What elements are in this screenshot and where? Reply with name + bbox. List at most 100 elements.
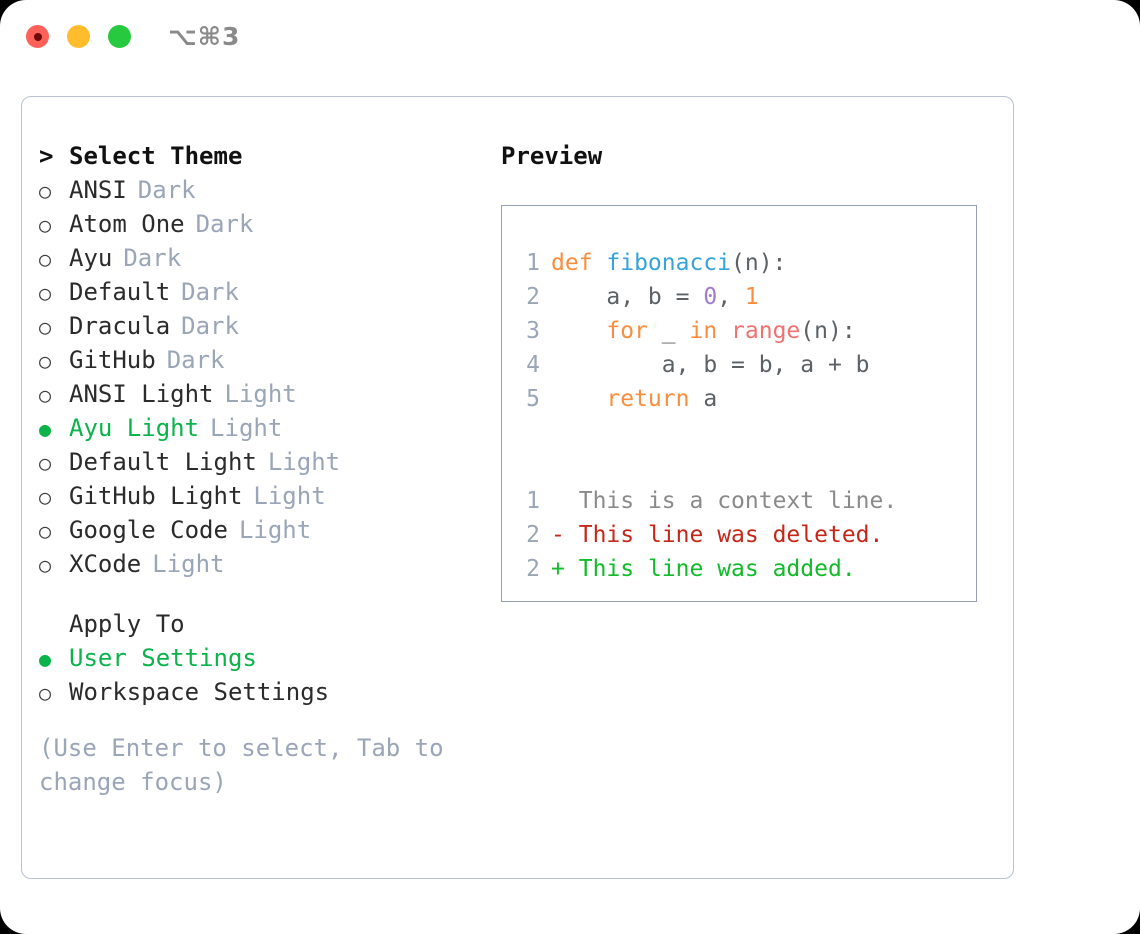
theme-variant-tag: Light [210, 414, 283, 442]
code-token: for [606, 318, 648, 344]
theme-option-xcode[interactable]: ○ XCode Light [39, 547, 489, 581]
theme-label: Ayu Light [69, 414, 200, 442]
theme-label: Google Code [69, 516, 228, 544]
blank-marker [39, 607, 69, 641]
code-blank-line [518, 450, 976, 484]
radio-off-icon[interactable]: ○ [39, 383, 52, 407]
line-number: 2 [526, 284, 540, 310]
line-number: 5 [526, 386, 540, 412]
theme-variant-tag: Light [253, 482, 326, 510]
code-token: (n): [800, 318, 856, 344]
theme-variant-tag: Light [152, 550, 225, 578]
code-token: 1 [744, 284, 759, 310]
radio-off-icon[interactable]: ○ [39, 179, 52, 203]
section-title: Select Theme [69, 142, 243, 170]
line-number: 2 [526, 556, 540, 582]
title-bar: ⌥⌘3 [0, 0, 1140, 78]
theme-label: Ayu [69, 244, 113, 272]
theme-option-default-light[interactable]: ○ Default Light Light [39, 445, 489, 479]
theme-label: XCode [69, 550, 142, 578]
maximize-button[interactable] [108, 25, 131, 48]
radio-off-icon[interactable]: ○ [39, 519, 52, 543]
theme-option-dracula[interactable]: ○ Dracula Dark [39, 309, 489, 343]
code-line: 4 a, b = b, a + b [518, 348, 976, 382]
code-line: 3 for _ in range (n): [518, 314, 976, 348]
theme-label: ANSI [69, 176, 127, 204]
caret-icon: > [39, 142, 54, 170]
theme-label: Dracula [69, 312, 171, 340]
theme-label: GitHub Light [69, 482, 243, 510]
recording-indicator-icon [33, 32, 42, 41]
theme-variant-tag: Light [238, 516, 312, 544]
radio-off-icon[interactable]: ○ [39, 213, 52, 237]
code-token: a, b = b, a + b [551, 352, 870, 378]
theme-variant-tag: Dark [181, 278, 239, 306]
close-button[interactable] [26, 25, 49, 48]
diff-text [565, 484, 579, 518]
radio-off-icon[interactable]: ○ [39, 553, 52, 577]
theme-option-github-light[interactable]: ○ GitHub Light Light [39, 479, 489, 513]
diff-text [565, 518, 579, 552]
theme-label: Default Light [69, 448, 257, 476]
minimize-button[interactable] [67, 25, 90, 48]
code-token [551, 314, 606, 348]
keyboard-shortcut-label: ⌥⌘3 [168, 22, 241, 51]
theme-option-default[interactable]: ○ Default Dark [39, 275, 489, 309]
theme-selector-panel: > Select Theme ○ ANSI Dark ○ Atom One Da… [39, 139, 489, 799]
theme-option-ayu-light[interactable]: ● Ayu Light Light [39, 411, 489, 445]
line-number: 1 [526, 488, 540, 514]
theme-option-ayu[interactable]: ○ Ayu Dark [39, 241, 489, 275]
theme-option-github[interactable]: ○ GitHub Dark [39, 343, 489, 377]
section-title: Apply To [69, 610, 185, 638]
line-number: 2 [526, 522, 540, 548]
diff-sign: - [551, 522, 565, 548]
theme-variant-tag: Dark [123, 244, 182, 272]
theme-option-ansi[interactable]: ○ ANSI Dark [39, 173, 489, 207]
code-blank-line [518, 416, 976, 450]
code-token: (n): [731, 250, 787, 276]
code-token: def [551, 250, 607, 276]
radio-off-icon[interactable]: ○ [39, 681, 52, 705]
preview-panel-wrapper: Preview 1 def fibonacci (n): 2 a, b = 0 … [501, 139, 991, 602]
radio-off-icon[interactable]: ○ [39, 349, 52, 373]
theme-variant-tag: Dark [195, 210, 254, 238]
theme-variant-tag: Light [224, 380, 297, 408]
code-token [717, 314, 731, 348]
line-number: 3 [526, 318, 540, 344]
diff-text [565, 552, 579, 586]
code-line: 2 a, b = 0 , 1 [518, 280, 976, 314]
code-token: in [689, 318, 718, 344]
apply-to-label: Workspace Settings [69, 678, 330, 706]
code-token: , [717, 284, 745, 310]
diff-line-added: 2 + This line was added. [518, 552, 976, 586]
apply-to-label: User Settings [69, 644, 257, 672]
diff-line-deleted: 2 - This line was deleted. [518, 518, 976, 552]
radio-off-icon[interactable]: ○ [39, 451, 52, 475]
code-token: range [731, 318, 801, 344]
apply-to-user-settings[interactable]: ● User Settings [39, 641, 489, 675]
radio-on-icon[interactable]: ● [39, 647, 52, 671]
theme-option-atom-one[interactable]: ○ Atom One Dark [39, 207, 489, 241]
theme-label: Default [69, 278, 171, 306]
diff-sign [551, 484, 565, 518]
theme-option-ansi-light[interactable]: ○ ANSI Light Light [39, 377, 489, 411]
diff-text: This line was deleted. [578, 522, 884, 548]
line-number: 1 [526, 250, 540, 276]
radio-off-icon[interactable]: ○ [39, 281, 52, 305]
theme-variant-tag: Dark [166, 346, 225, 374]
keyboard-hint-text: (Use Enter to select, Tab to change focu… [39, 734, 444, 796]
diff-text: This is a context line. [578, 488, 898, 514]
theme-label: GitHub [69, 346, 156, 374]
apply-to-workspace-settings[interactable]: ○ Workspace Settings [39, 675, 489, 709]
code-token: fibonacci [606, 250, 732, 276]
main-card: > Select Theme ○ ANSI Dark ○ Atom One Da… [21, 96, 1014, 879]
apply-to-header: Apply To [39, 607, 489, 641]
theme-variant-tag: Dark [137, 176, 196, 204]
theme-label: Atom One [69, 210, 185, 238]
radio-off-icon[interactable]: ○ [39, 247, 52, 271]
theme-option-google-code[interactable]: ○ Google Code Light [39, 513, 489, 547]
code-token: a [689, 386, 718, 412]
radio-on-icon[interactable]: ● [39, 417, 52, 441]
radio-off-icon[interactable]: ○ [39, 315, 52, 339]
radio-off-icon[interactable]: ○ [39, 485, 52, 509]
